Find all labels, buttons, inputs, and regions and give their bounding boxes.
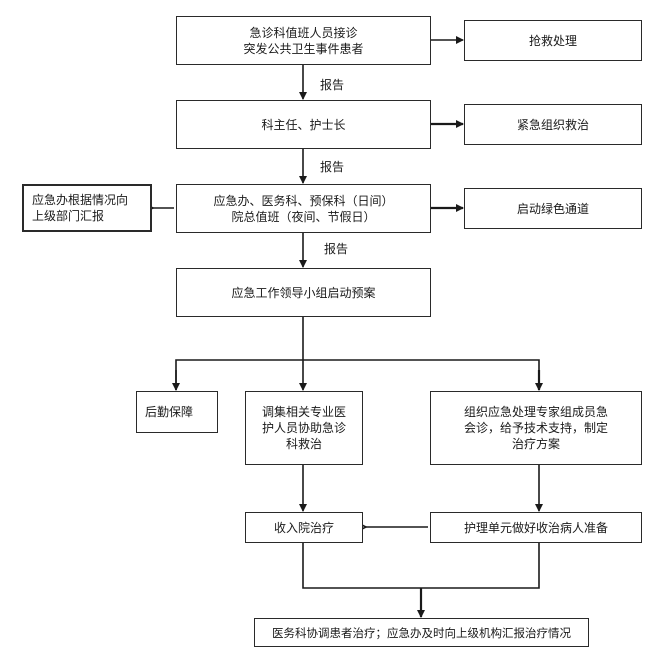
node-leadership-group: 应急工作领导小组启动预案 — [176, 268, 431, 317]
edge-label-report-1: 报告 — [320, 78, 345, 92]
node-nursing-prep: 护理单元做好收治病人准备 — [430, 512, 642, 543]
node-urgent-treatment: 紧急组织救治 — [464, 104, 642, 145]
node-admission: 收入院治疗 — [245, 512, 363, 543]
edge-label-report-3: 报告 — [324, 242, 349, 256]
node-green-channel: 启动绿色通道 — [464, 188, 642, 229]
node-final: 医务科协调患者治疗；应急办及时向上级机构汇报治疗情况 — [254, 618, 589, 647]
node-offices: 应急办、医务科、预保科（日间） 院总值班（夜间、节假日） — [176, 184, 431, 233]
edge-merge-bar — [302, 542, 540, 589]
node-emergency-intake: 急诊科值班人员接诊 突发公共卫生事件患者 — [176, 16, 431, 65]
node-rescue: 抢救处理 — [464, 20, 642, 61]
edge-label-report-2: 报告 — [320, 160, 345, 174]
node-specialists: 调集相关专业医 护人员协助急诊 科救治 — [245, 391, 363, 465]
node-report-upper: 应急办根据情况向 上级部门汇报 — [22, 184, 152, 232]
node-expert-group: 组织应急处理专家组成员急 会诊，给予技术支持，制定 治疗方案 — [430, 391, 642, 465]
node-logistics: 后勤保障 — [136, 391, 218, 433]
node-dept-heads: 科主任、护士长 — [176, 100, 431, 149]
edge-leadership-branch-bar — [175, 359, 540, 390]
